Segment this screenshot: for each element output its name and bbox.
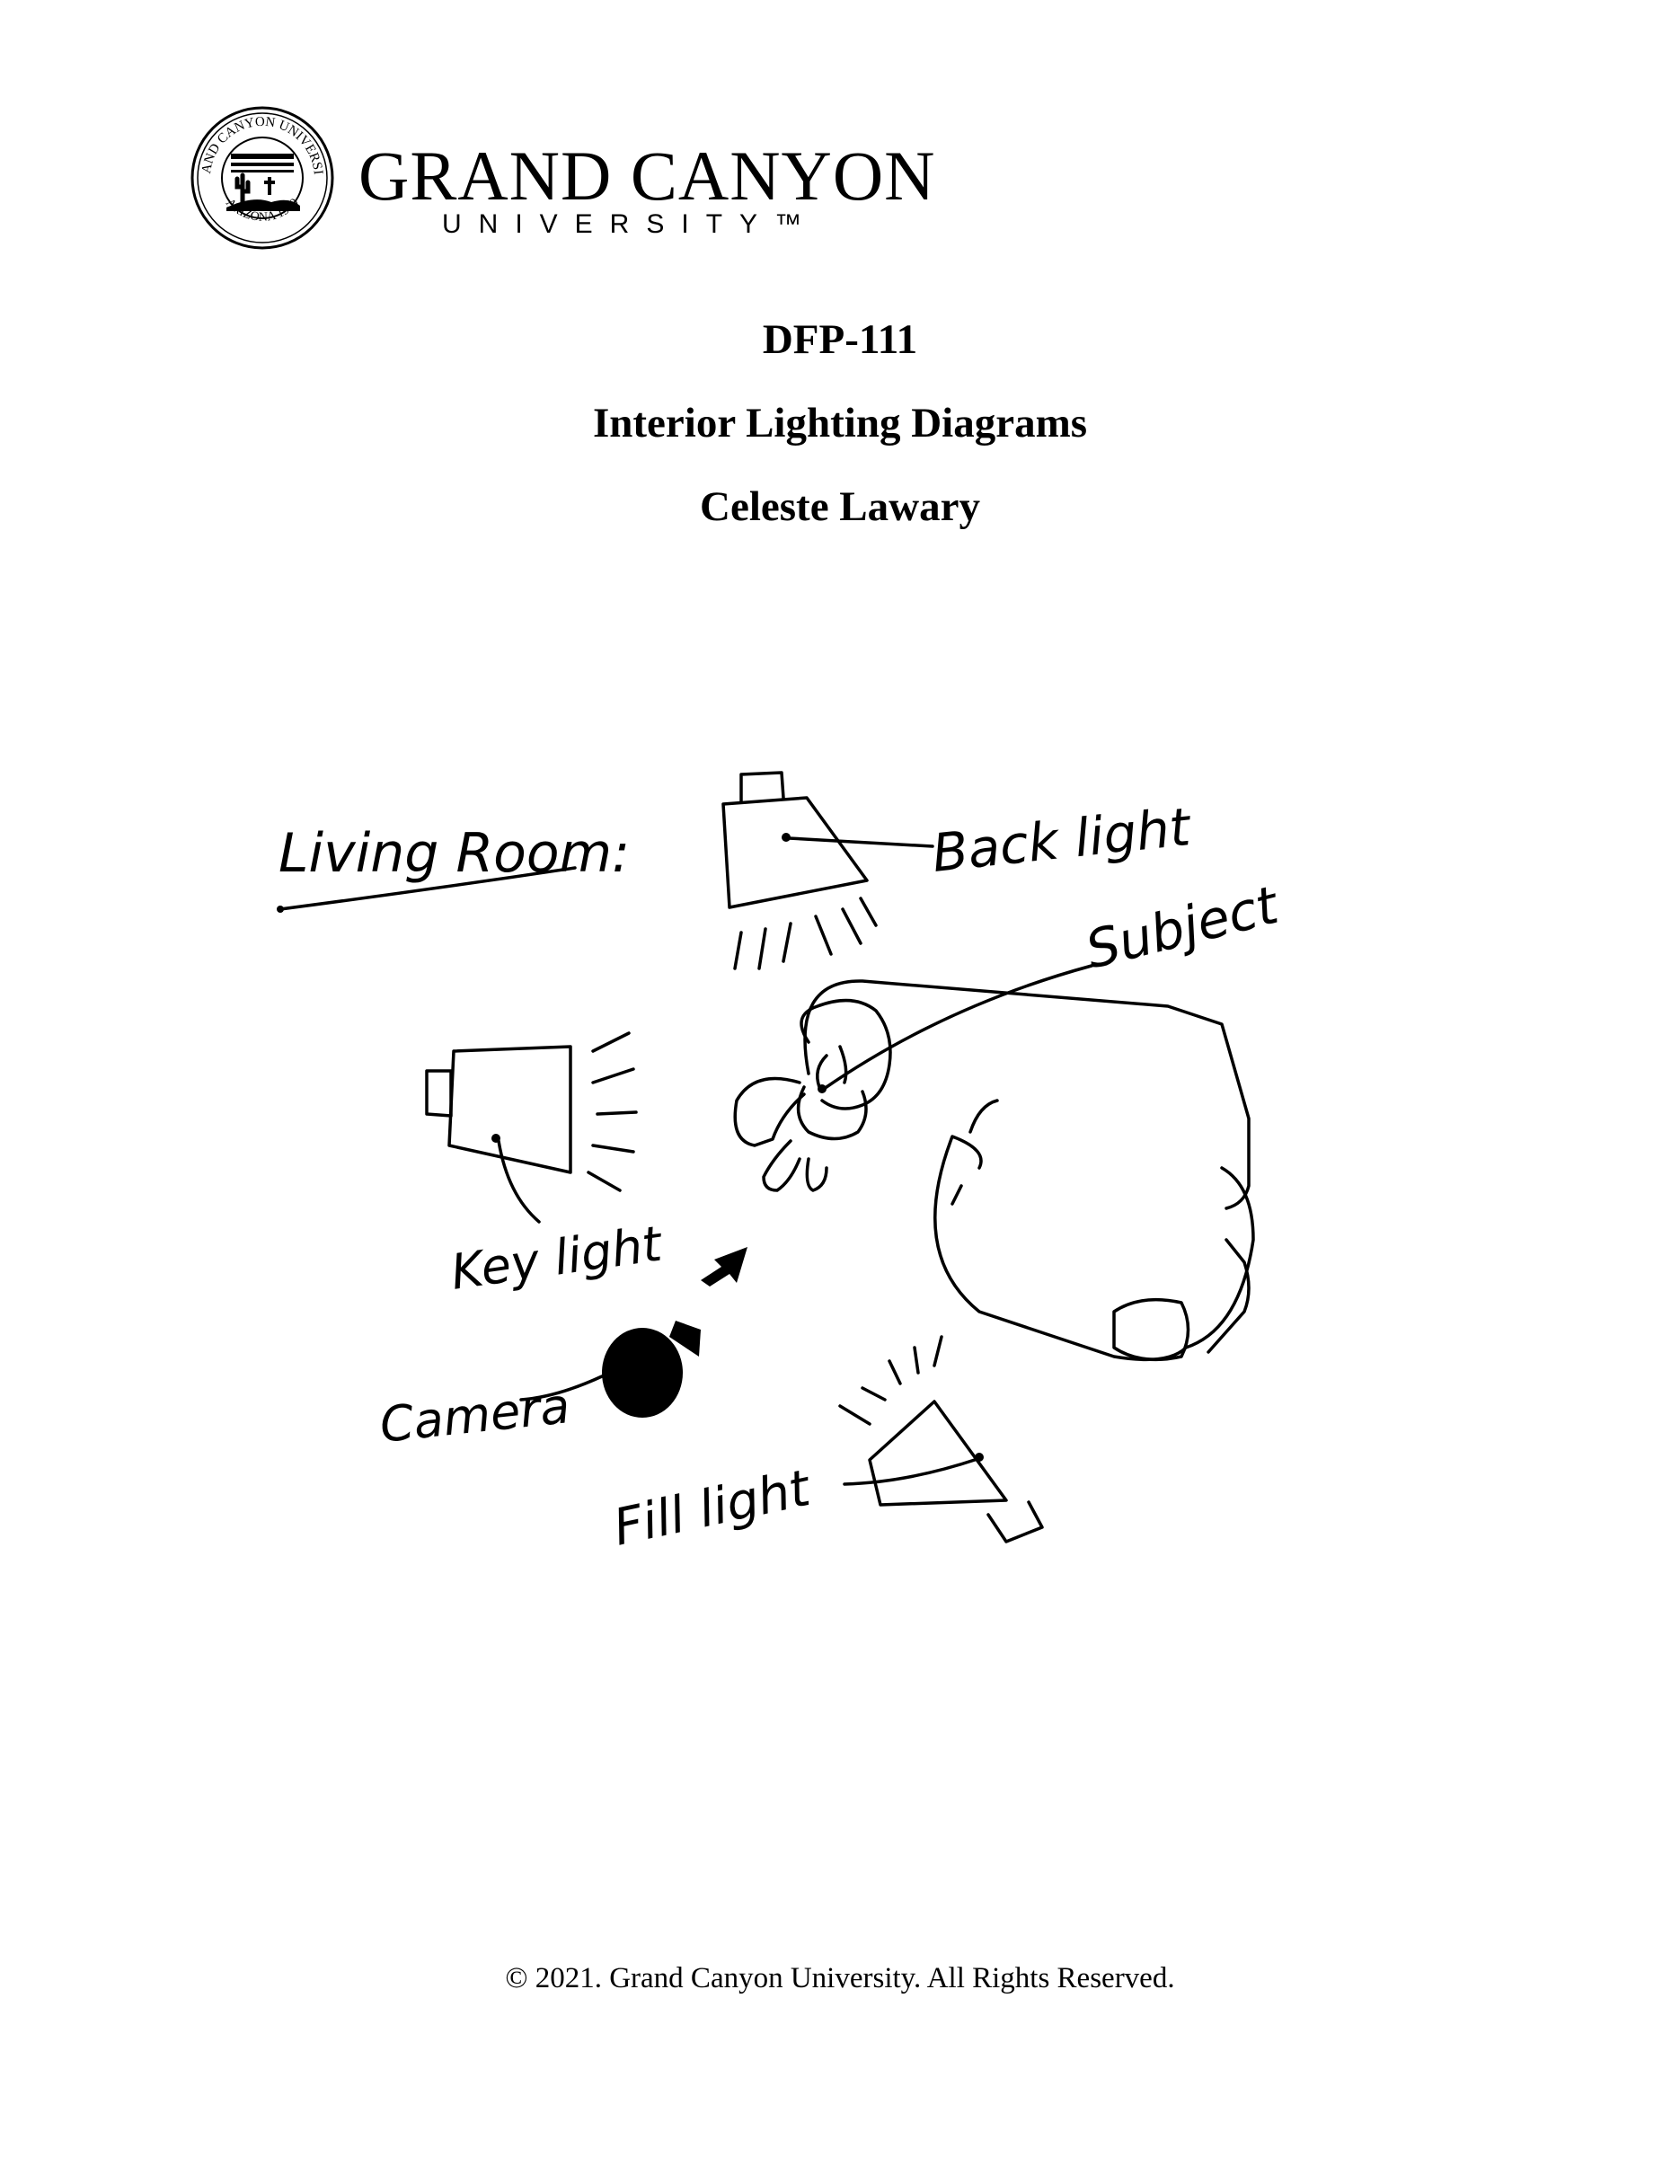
back-light-icon: [721, 771, 934, 970]
logo-wordmark: GRAND CANYON: [358, 137, 936, 215]
subject-icon: [733, 964, 1255, 1362]
camera-label: Camera: [377, 1377, 572, 1454]
title-block: DFP-111 Interior Lighting Diagrams Celes…: [0, 319, 1680, 570]
svg-text:GRAND CANYON UNIVERSITY: GRAND CANYON UNIVERSITY: [186, 91, 325, 175]
fill-light-label: Fill light: [608, 1459, 816, 1558]
copyright-footer: © 2021. Grand Canyon University. All Rig…: [505, 1962, 1175, 1994]
course-code: DFP-111: [762, 316, 918, 363]
room-label: Living Room:: [279, 822, 630, 885]
fill-light-icon: [838, 1335, 1044, 1543]
seal-text-top: GRAND CANYON UNIVERSITY: [186, 91, 325, 175]
lighting-diagram: Living Room: Back light Subject: [0, 737, 1680, 1635]
camera-icon: [519, 1247, 747, 1418]
key-light-icon: [425, 1031, 638, 1224]
university-logo: GRAND CANYON UNIVERSITY ARIZONA 1949 GRA…: [186, 91, 935, 254]
university-seal-icon: GRAND CANYON UNIVERSITY ARIZONA 1949: [186, 91, 334, 250]
document-title: Interior Lighting Diagrams: [592, 400, 1088, 447]
room-label-underline: [279, 866, 577, 911]
author-name: Celeste Lawary: [700, 483, 980, 530]
subject-label: Subject: [1080, 874, 1286, 981]
logo-subtitle: UNIVERSITY™: [442, 209, 819, 239]
back-light-label: Back light: [929, 796, 1195, 884]
key-light-label: Key light: [447, 1215, 667, 1300]
